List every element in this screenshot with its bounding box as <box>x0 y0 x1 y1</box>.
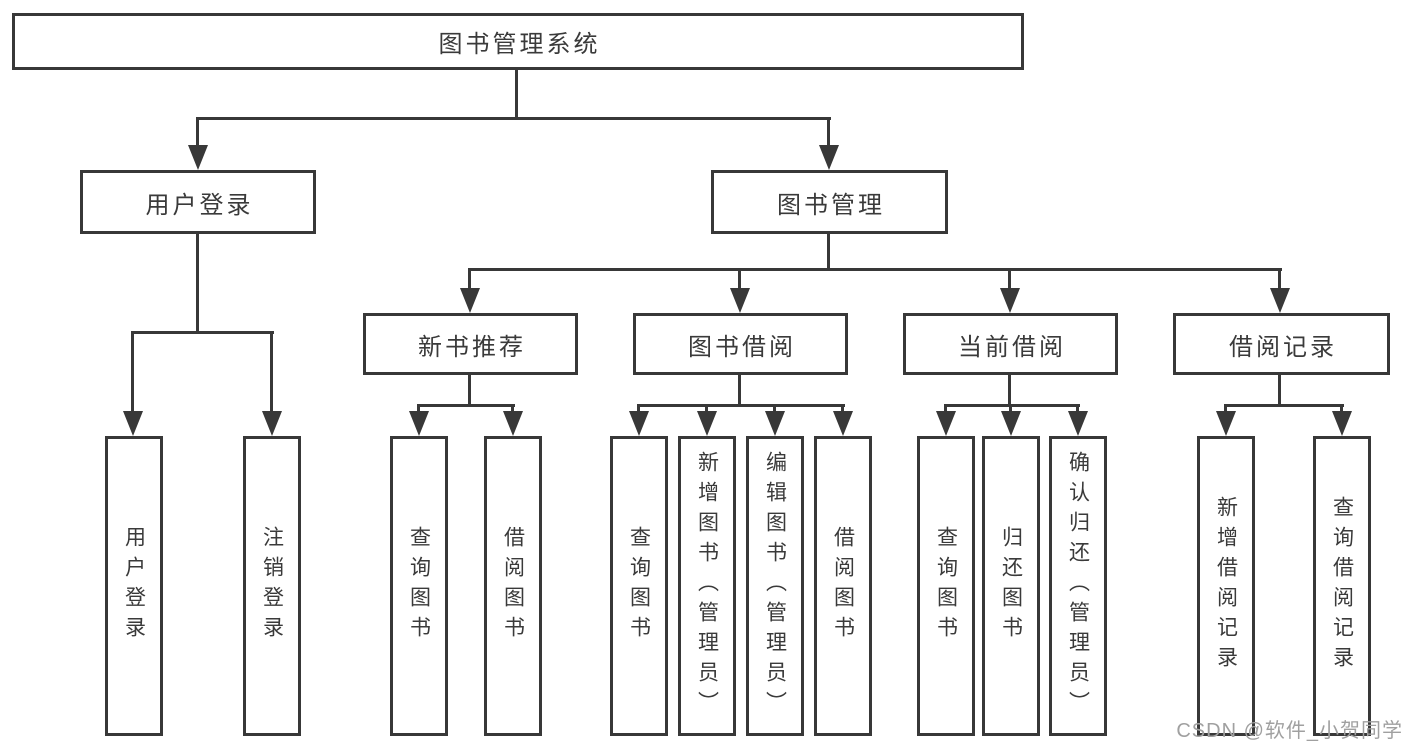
connector-newbook-branch <box>417 404 515 407</box>
connector-to-new-book <box>468 271 471 291</box>
connector-root-branch <box>196 117 831 120</box>
arrow-book-management <box>819 145 839 170</box>
node-book-borrow: 图书借阅 <box>633 313 848 375</box>
arrow-new-book <box>460 288 480 313</box>
connector-current-c2 <box>1009 404 1012 416</box>
arrow-borrow-edit <box>765 411 785 436</box>
connector-records-c1 <box>1224 404 1227 416</box>
leaf-current-confirm-return-admin: 确认归还（管理员） <box>1049 436 1107 736</box>
connector-newbook-c1 <box>417 404 420 416</box>
connector-to-leaf-user-login <box>131 334 134 414</box>
leaf-newbook-query-books: 查询图书 <box>390 436 448 736</box>
arrow-records-query <box>1332 411 1352 436</box>
watermark: CSDN @软件_小贺同学 <box>1176 720 1403 742</box>
arrow-current-query <box>936 411 956 436</box>
connector-to-borrow-records <box>1278 271 1281 291</box>
node-current-borrow: 当前借阅 <box>903 313 1118 375</box>
connector-borrow-c2 <box>705 404 708 416</box>
connector-to-book-management <box>827 120 830 148</box>
arrow-borrow-records <box>1270 288 1290 313</box>
leaf-current-query-books: 查询图书 <box>917 436 975 736</box>
arrow-newbook-borrow <box>503 411 523 436</box>
arrow-newbook-query <box>409 411 429 436</box>
leaf-borrow-add-books-admin: 新增图书（管理员） <box>678 436 736 736</box>
connector-current-stem <box>1008 373 1011 407</box>
connector-book-mgmt-branch <box>468 268 1282 271</box>
connector-borrow-branch <box>637 404 845 407</box>
leaf-logout: 注销登录 <box>243 436 301 736</box>
connector-user-login-stem <box>196 232 199 333</box>
arrow-records-add <box>1216 411 1236 436</box>
leaf-newbook-borrow-books: 借阅图书 <box>484 436 542 736</box>
connector-root-stem <box>515 68 518 120</box>
arrow-borrow-add <box>697 411 717 436</box>
node-user-login: 用户登录 <box>80 170 316 234</box>
node-new-book-recommend: 新书推荐 <box>363 313 578 375</box>
leaf-records-add-borrow-record: 新增借阅记录 <box>1197 436 1255 736</box>
connector-newbook-c2 <box>511 404 514 416</box>
connector-to-book-borrow <box>738 271 741 291</box>
arrow-user-login <box>188 145 208 170</box>
node-borrow-records: 借阅记录 <box>1173 313 1390 375</box>
connector-records-c2 <box>1340 404 1343 416</box>
connector-book-mgmt-stem <box>827 232 830 271</box>
connector-records-stem <box>1278 373 1281 407</box>
connector-borrow-stem <box>738 373 741 407</box>
connector-borrow-c4 <box>841 404 844 416</box>
arrow-current-borrow <box>1000 288 1020 313</box>
connector-current-branch <box>944 404 1080 407</box>
connector-borrow-c3 <box>773 404 776 416</box>
connector-current-c1 <box>944 404 947 416</box>
connector-to-leaf-logout <box>270 334 273 414</box>
connector-newbook-stem <box>468 373 471 407</box>
arrow-book-borrow <box>730 288 750 313</box>
leaf-borrow-borrow-books: 借阅图书 <box>814 436 872 736</box>
arrow-borrow-query <box>629 411 649 436</box>
arrow-leaf-user-login <box>123 411 143 436</box>
connector-to-current-borrow <box>1008 271 1011 291</box>
connector-records-branch <box>1224 404 1344 407</box>
leaf-user-login: 用户登录 <box>105 436 163 736</box>
arrow-current-confirm <box>1068 411 1088 436</box>
leaf-borrow-query-books: 查询图书 <box>610 436 668 736</box>
leaf-records-query-borrow-record: 查询借阅记录 <box>1313 436 1371 736</box>
connector-current-c3 <box>1076 404 1079 416</box>
leaf-current-return-books: 归还图书 <box>982 436 1040 736</box>
arrow-current-return <box>1001 411 1021 436</box>
arrow-borrow-borrow <box>833 411 853 436</box>
arrow-leaf-logout <box>262 411 282 436</box>
connector-to-user-login <box>196 120 199 148</box>
connector-borrow-c1 <box>637 404 640 416</box>
node-root-library-system: 图书管理系统 <box>12 13 1024 70</box>
node-book-management: 图书管理 <box>711 170 948 234</box>
leaf-borrow-edit-books-admin: 编辑图书（管理员） <box>746 436 804 736</box>
connector-user-login-branch <box>131 331 274 334</box>
